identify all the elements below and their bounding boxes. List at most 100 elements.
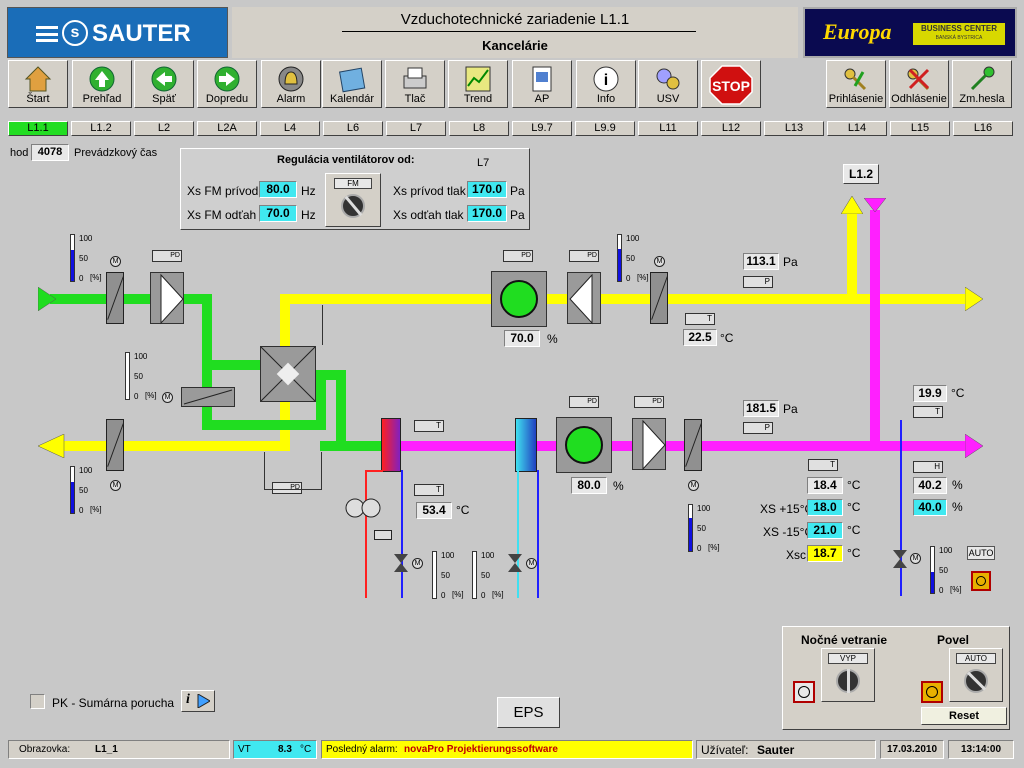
toolbar-button-label: Prehľad <box>82 93 122 105</box>
night-vent-state: VYP <box>828 653 868 664</box>
gauge-mid-label: 50 <box>626 254 635 263</box>
toolbar-trend-button[interactable]: Trend <box>448 60 508 108</box>
partner-logo: Europa <box>823 19 892 44</box>
tab-l1-2[interactable]: L1.2 <box>71 121 131 136</box>
user-label: Užívateľ: <box>701 743 749 757</box>
exhaust-fan-speed-unit: % <box>547 332 558 346</box>
xsc-label: Xsc <box>786 548 807 562</box>
heater-bypass-valve[interactable] <box>374 530 392 540</box>
tab-l1-1[interactable]: L1.1 <box>8 121 68 136</box>
recirculation-damper[interactable] <box>181 387 235 407</box>
xs-pressure-supply-value[interactable]: 170.0 <box>467 181 507 198</box>
humidifier-valve-icon[interactable] <box>893 550 907 568</box>
vt-value: 8.3 <box>278 744 292 755</box>
xs-fm-supply-value[interactable]: 80.0 <box>259 181 297 198</box>
fresh-air-damper[interactable] <box>106 272 124 324</box>
toolbar-usv-button[interactable]: USV <box>638 60 698 108</box>
toolbar-kalend-r-button[interactable]: Kalendár <box>322 60 382 108</box>
heater-valve-icon[interactable] <box>394 554 408 572</box>
toolbar-sp--button[interactable]: Späť <box>134 60 194 108</box>
exhaust-fan-damper[interactable] <box>650 272 668 324</box>
sauter-logo-panel: s SAUTER <box>7 7 228 58</box>
humidifier-auto-badge: AUTO <box>967 546 995 560</box>
exhaust-outlet-arrow <box>965 287 984 311</box>
xs-pressure-exhaust-value[interactable]: 170.0 <box>467 205 507 222</box>
fresh-air-duct <box>50 294 210 304</box>
xs-plus15-value[interactable]: 18.0 <box>807 499 843 516</box>
toolbar-ap-button[interactable]: AP <box>512 60 572 108</box>
exhaust-pressure-value: 113.1 <box>743 253 779 270</box>
supply-damper[interactable] <box>684 419 702 471</box>
circulation-pump-icon <box>345 498 381 518</box>
toolbar-button-label: Prihlásenie <box>828 93 884 105</box>
tab-l11[interactable]: L11 <box>638 121 698 136</box>
toolbar-button-label: USV <box>656 93 680 105</box>
gauge-mid-label: 50 <box>134 372 143 381</box>
tab-l14[interactable]: L14 <box>827 121 887 136</box>
exhaust-discharge-damper[interactable] <box>106 419 124 471</box>
tab-l12[interactable]: L12 <box>701 121 761 136</box>
tab-l13[interactable]: L13 <box>764 121 824 136</box>
command-state: AUTO <box>956 653 996 664</box>
toolbar-preh-ad-button[interactable]: Prehľad <box>72 60 132 108</box>
toolbar-odhl-senie-button[interactable]: Odhlásenie <box>889 60 949 108</box>
gauge-mid-label: 50 <box>697 524 706 533</box>
toolbar-zm-hesla-button[interactable]: Zm.hesla <box>952 60 1012 108</box>
humidifier-schedule-icon[interactable] <box>971 571 991 591</box>
tab-l4[interactable]: L4 <box>260 121 320 136</box>
humidity-setpoint-value[interactable]: 40.0 <box>913 499 947 516</box>
humidifier-valve-position-gauge <box>930 546 935 594</box>
supply-green-horizontal-duct <box>320 441 382 451</box>
fault-indicator-checkbox[interactable] <box>30 694 45 709</box>
tab-l8[interactable]: L8 <box>449 121 509 136</box>
last-alarm-bar[interactable]: Posledný alarm: novaPro Projektierungsso… <box>321 740 693 759</box>
last-alarm-text: novaPro Projektierungssoftware <box>404 744 558 755</box>
plate-heat-recuperator <box>260 346 316 402</box>
exhaust-fan-speed-value: 70.0 <box>504 330 540 347</box>
fault-info-button[interactable]: i <box>181 690 215 712</box>
fm-mode-switch[interactable]: FM <box>325 173 381 227</box>
recuperator-pd-sensor: PD <box>272 482 302 494</box>
heater-return-temp-sensor: T <box>414 484 444 496</box>
night-vent-switch[interactable]: VYP <box>821 648 875 702</box>
toolbar-stop-button[interactable]: STOP <box>701 60 761 108</box>
xs-fm-supply-unit: Hz <box>301 184 316 198</box>
tab-l6[interactable]: L6 <box>323 121 383 136</box>
tab-l9-7[interactable]: L9.7 <box>512 121 572 136</box>
toolbar-tla--button[interactable]: Tlač <box>385 60 445 108</box>
tab-l15[interactable]: L15 <box>890 121 950 136</box>
trend-chart-icon <box>463 64 493 94</box>
gauge-min-label: 0 <box>79 274 84 283</box>
exhaust-filter-pd-sensor: PD <box>569 250 599 262</box>
toolbar-button-label: Zm.hesla <box>959 93 1005 105</box>
arrow-right-icon <box>212 64 242 94</box>
toolbar-dopredu-button[interactable]: Dopredu <box>197 60 257 108</box>
reset-button[interactable]: Reset <box>921 707 1007 725</box>
toolbar-button-label: Kalendár <box>329 93 375 105</box>
supply-fan[interactable] <box>556 417 612 473</box>
room-humidity-value: 40.2 <box>913 477 947 494</box>
tab-l16[interactable]: L16 <box>953 121 1013 136</box>
xs-pressure-supply-unit: Pa <box>510 184 525 198</box>
stop-sign-icon: STOP <box>709 65 753 105</box>
tab-l2a[interactable]: L2A <box>197 121 257 136</box>
tab-l7[interactable]: L7 <box>386 121 446 136</box>
screen-value: L1_1 <box>95 744 118 755</box>
exhaust-fan[interactable] <box>491 271 547 327</box>
command-switch[interactable]: AUTO <box>949 648 1003 702</box>
cooler-valve-icon[interactable] <box>508 554 522 572</box>
eps-button[interactable]: EPS <box>497 697 560 728</box>
link-l1-2-button[interactable]: L1.2 <box>843 164 879 184</box>
toolbar--tart-button[interactable]: Štart <box>8 60 68 108</box>
tab-l2[interactable]: L2 <box>134 121 194 136</box>
toolbar-alarm-button[interactable]: Alarm <box>261 60 321 108</box>
night-vent-schedule-icon[interactable] <box>793 681 815 703</box>
xs-fm-exhaust-value[interactable]: 70.0 <box>259 205 297 222</box>
command-schedule-icon[interactable] <box>921 681 943 703</box>
title-panel: Vzduchotechnické zariadenie L1.1 Kancelá… <box>232 7 798 58</box>
xs-minus15-value[interactable]: 21.0 <box>807 522 843 539</box>
tab-l9-9[interactable]: L9.9 <box>575 121 635 136</box>
xs-pressure-exhaust-label: Xs odťah tlak <box>393 208 464 222</box>
toolbar-prihl-senie-button[interactable]: Prihlásenie <box>826 60 886 108</box>
